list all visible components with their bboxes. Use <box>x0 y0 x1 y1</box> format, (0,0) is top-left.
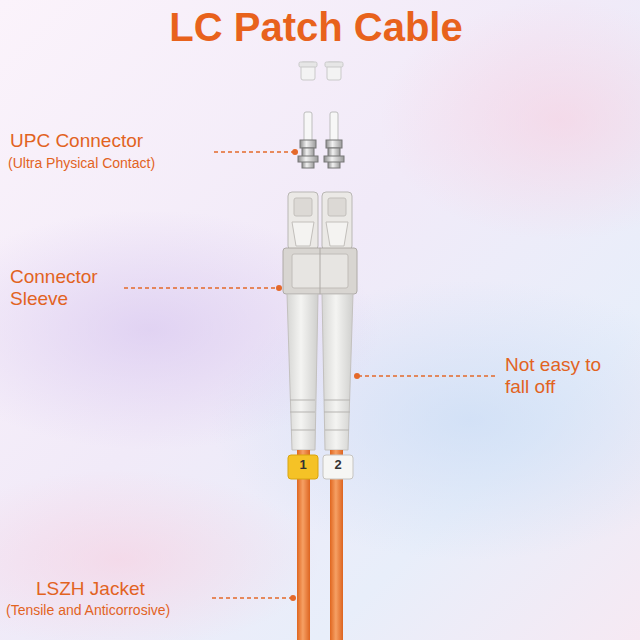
number-tag <box>288 455 318 479</box>
title: LC Patch Cable <box>0 4 636 50</box>
connector-housing <box>283 192 357 294</box>
ferrule <box>298 112 344 168</box>
connector-boot <box>287 294 353 450</box>
part-note: (Ultra Physical Contact) <box>8 155 208 171</box>
background-glow <box>0 470 320 640</box>
leader-dot <box>276 149 360 601</box>
number-tag <box>323 455 353 479</box>
leader-line <box>124 152 498 598</box>
part-label: UPC Connector <box>10 130 210 152</box>
fiber-cable <box>288 450 353 640</box>
part-label: Connector Sleeve <box>10 266 118 310</box>
feature-note: Not easy to fall off <box>505 354 625 398</box>
dust-cap <box>299 62 343 80</box>
part-note: (Tensile and Anticorrosive) <box>6 602 206 618</box>
fiber-number: 1 <box>288 458 318 473</box>
part-label: LSZH Jacket <box>36 578 206 600</box>
fiber-number: 2 <box>323 458 353 473</box>
